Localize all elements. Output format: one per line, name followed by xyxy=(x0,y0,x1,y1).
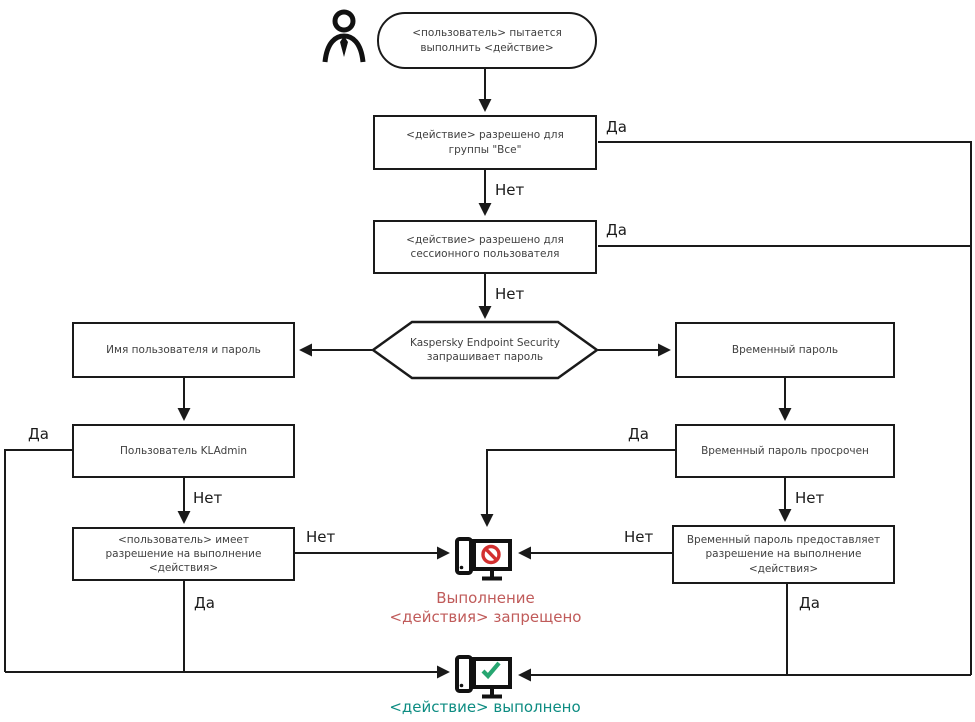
node-kes-prompts-label: Kaspersky Endpoint Security запрашивает … xyxy=(410,336,560,363)
node-user-has-permission: <пользователь> имеет разрешение на выпол… xyxy=(72,527,295,581)
edge-label-userperm-yes: Да xyxy=(194,594,215,612)
node-temp-expired: Временный пароль просрочен xyxy=(675,424,895,478)
edge-label-kladmin-no: Нет xyxy=(193,489,223,507)
node-kladmin: Пользователь KLAdmin xyxy=(72,424,295,478)
node-allowed-for-all: <действие> разрешено для группы "Все" xyxy=(373,115,597,170)
edge-label-expired-no: Нет xyxy=(795,489,825,507)
caption-action-performed: <действие> выполнено xyxy=(389,698,581,716)
node-kes-prompts-hexagon xyxy=(370,320,600,380)
node-username-password: Имя пользователя и пароль xyxy=(72,322,295,378)
check-mark xyxy=(481,661,501,680)
edge-label-expired-yes: Да xyxy=(628,425,649,443)
edge-kladmin-yes xyxy=(4,449,72,672)
edge-label-allowed-all-no: Нет xyxy=(495,181,525,199)
person-icon xyxy=(320,8,368,64)
node-allowed-for-session: <действие> разрешено для сессионного пол… xyxy=(373,220,597,274)
edge-label-kladmin-yes: Да xyxy=(28,425,49,443)
edge-label-allowed-session-no: Нет xyxy=(495,285,525,303)
node-start: <пользователь> пытается выполнить <дейст… xyxy=(377,12,597,69)
node-temp-password: Временный пароль xyxy=(675,322,895,378)
edge-allowed-all-yes xyxy=(598,141,972,675)
edge-label-userperm-no: Нет xyxy=(306,528,336,546)
node-temp-grants-permission: Временный пароль предоставляет разрешени… xyxy=(672,525,895,584)
edge-label-tempgrants-yes: Да xyxy=(799,594,820,612)
caption-action-blocked: Выполнение <действия> запрещено xyxy=(389,589,582,626)
computer-blocked-icon xyxy=(454,536,514,582)
edge-label-allowed-all-yes: Да xyxy=(606,118,627,136)
edge-label-tempgrants-no: Нет xyxy=(624,528,654,546)
computer-check-icon xyxy=(454,654,514,700)
prohibition-sign xyxy=(481,544,501,565)
edge-label-allowed-session-yes: Да xyxy=(606,221,627,239)
edge-expired-yes xyxy=(480,449,675,527)
